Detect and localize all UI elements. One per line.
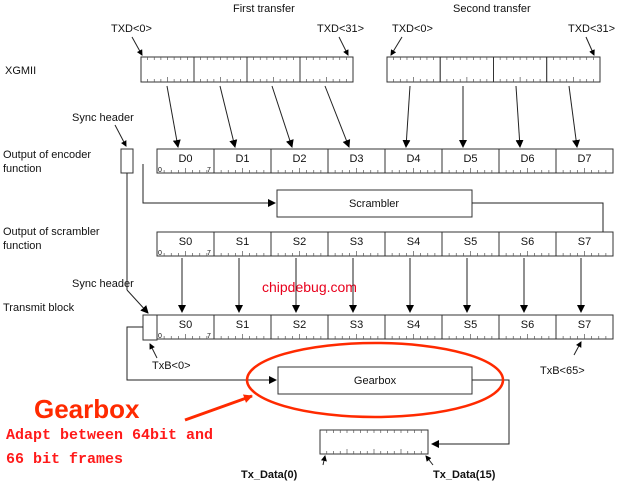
scrambler-cell-label: S1 xyxy=(236,236,249,248)
scrambler-cell xyxy=(213,231,272,257)
transmit-block-label: Transmit block xyxy=(3,302,75,314)
scrambler-to-transmit-arrows xyxy=(178,258,585,313)
encoder-cell-label: D6 xyxy=(520,153,534,165)
txd0-label-1: TXD<0> xyxy=(111,23,152,35)
encoder-cell-label: D0 xyxy=(178,153,192,165)
bit-7-label: 7 xyxy=(207,333,211,340)
scrambler-output-row: S0 S1 S2 S3 S4 S5 S6 S7 0 7 xyxy=(156,231,614,257)
scrambler-cell-label: S3 xyxy=(350,236,363,248)
gearbox-text: Gearbox xyxy=(354,375,397,387)
data-arrow xyxy=(219,85,238,148)
data-arrow xyxy=(324,85,351,148)
transmit-cell-label: S2 xyxy=(293,319,306,331)
scrambler-cell-label: S2 xyxy=(293,236,306,248)
watermark: chipdebug.com xyxy=(262,279,357,295)
bit-0-label: 0 xyxy=(158,167,162,174)
txd31-label-2: TXD<31> xyxy=(568,23,615,35)
data-arrow xyxy=(166,85,181,148)
data-arrow xyxy=(515,85,524,148)
scrambler-label-1: Output of scrambler xyxy=(3,226,100,238)
sync-header-label-1: Sync header xyxy=(72,112,134,124)
txd0-label-2: TXD<0> xyxy=(392,23,433,35)
encoder-sync-header-box xyxy=(120,148,134,174)
transmit-block-row: S0 S1 S2 S3 S4 S5 S6 S7 0 7 xyxy=(156,314,614,340)
encoder-cell-label: D1 xyxy=(235,153,249,165)
tx-data-register xyxy=(319,429,429,455)
transmit-cell-label: S1 xyxy=(236,319,249,331)
tx-data0-label: Tx_Data(0) xyxy=(241,469,298,481)
scrambler-text: Scrambler xyxy=(349,198,399,210)
encoder-cell-label: D7 xyxy=(577,153,591,165)
annotation-title: Gearbox xyxy=(34,394,140,424)
bit-0-label: 0 xyxy=(158,250,162,257)
data-arrow xyxy=(271,85,294,148)
encoder-output-row: D0 D1 D2 D3 D4 D5 D6 D7 0 7 xyxy=(156,148,614,174)
transmit-sync-header-box xyxy=(142,314,158,341)
xgmii-label: XGMII xyxy=(5,65,36,77)
annotation-arrow xyxy=(184,394,253,422)
gearbox-highlight-ellipse xyxy=(245,341,505,419)
transmit-cell-label: S5 xyxy=(464,319,477,331)
transmit-cell-label: S0 xyxy=(179,319,192,331)
txb0-label: TxB<0> xyxy=(152,360,191,372)
bit-7-label: 7 xyxy=(207,167,211,174)
bit-7-label: 7 xyxy=(207,250,211,257)
sync-header-label-2: Sync header xyxy=(72,278,134,290)
transmit-cell-label: S7 xyxy=(578,319,591,331)
txb65-label: TxB<65> xyxy=(540,365,585,377)
xgmii-registers xyxy=(140,56,601,83)
scrambler-cell-label: S7 xyxy=(578,236,591,248)
encoder-cell-label: D2 xyxy=(292,153,306,165)
scrambler-cell-label: S6 xyxy=(521,236,534,248)
encoder-cell-label: D5 xyxy=(463,153,477,165)
encoder-label-1: Output of encoder xyxy=(3,149,91,161)
xgmii-to-encoder-arrows xyxy=(166,85,581,148)
transmit-cell-label: S6 xyxy=(521,319,534,331)
first-transfer-label: First transfer xyxy=(233,3,295,15)
tx-data15-label: Tx_Data(15) xyxy=(433,469,496,481)
scrambler-label-2: function xyxy=(3,240,42,252)
encoder-cell-label: D4 xyxy=(406,153,420,165)
txd31-label-1: TXD<31> xyxy=(317,23,364,35)
scrambler-cell-label: S0 xyxy=(179,236,192,248)
scrambler-cell-label: S4 xyxy=(407,236,420,248)
transmit-cell-label: S4 xyxy=(407,319,420,331)
encoder-cell-label: D3 xyxy=(349,153,363,165)
data-arrow xyxy=(402,85,411,148)
second-transfer-label: Second transfer xyxy=(453,3,531,15)
annotation-line-1: Adapt between 64bit and xyxy=(6,427,213,444)
data-arrow xyxy=(568,85,581,148)
encoder-label-2: function xyxy=(3,163,42,175)
annotation-line-2: 66 bit frames xyxy=(6,451,123,468)
bit-0-label: 0 xyxy=(158,333,162,340)
gearbox-box xyxy=(277,366,473,395)
transmit-cell-label: S3 xyxy=(350,319,363,331)
scrambler-cell-label: S5 xyxy=(464,236,477,248)
